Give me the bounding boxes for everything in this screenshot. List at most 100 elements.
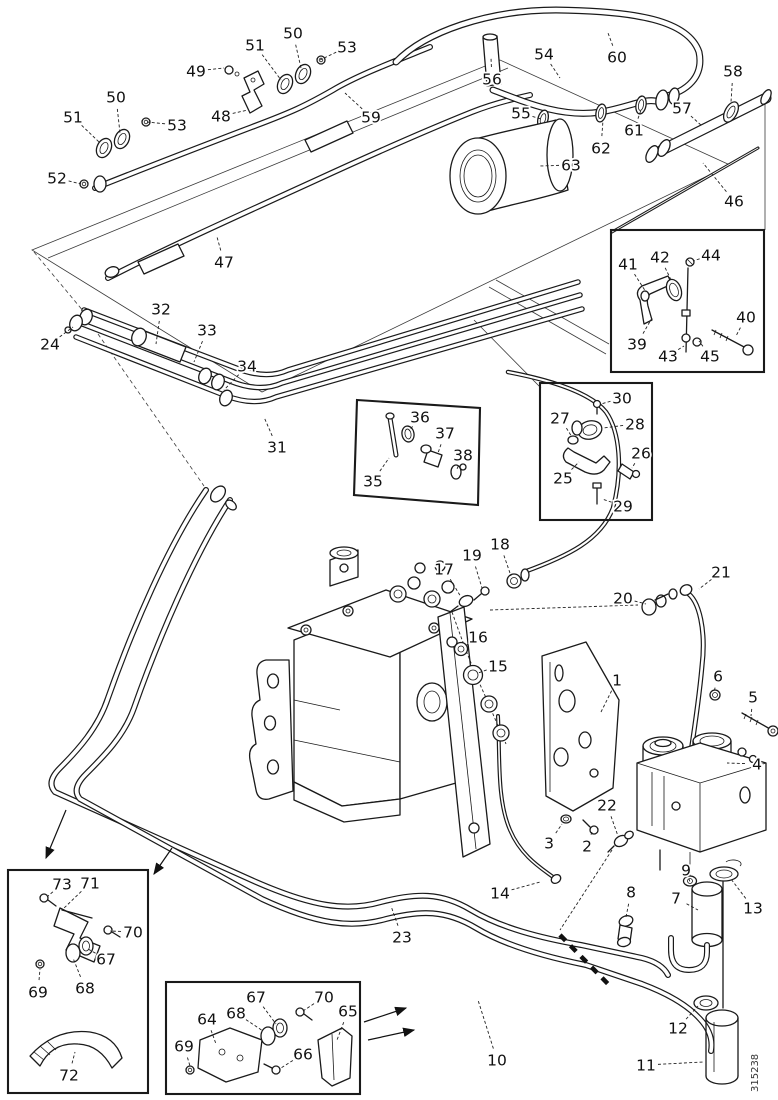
part-label-70: 70 [123, 924, 143, 942]
leader-line-50 [295, 44, 302, 69]
leader-line-42 [664, 267, 673, 283]
leader-line-52 [68, 180, 82, 185]
part-label-69: 69 [28, 984, 48, 1002]
pipe-bundle-middle [64, 279, 585, 407]
part-label-70: 70 [314, 989, 334, 1007]
part-label-66: 66 [293, 1046, 313, 1064]
leader-line-66 [280, 1060, 294, 1069]
leader-line-34 [223, 374, 240, 391]
rod-46 [611, 147, 759, 233]
mounting-bracket-1 [541, 641, 778, 990]
part-label-10: 10 [487, 1052, 507, 1070]
fuel-hoses-top-right [392, 6, 772, 234]
pipe-sleeve [304, 120, 354, 153]
part-label-28: 28 [625, 416, 645, 434]
part-label-67: 67 [96, 951, 116, 969]
leader-line-47 [216, 236, 222, 251]
leader-line-53 [319, 51, 337, 61]
leader-line-23 [390, 905, 399, 926]
leader-line-19 [475, 566, 483, 589]
leader-line-69 [38, 968, 41, 981]
part-label-27: 27 [550, 410, 570, 428]
part-label-50: 50 [283, 25, 303, 43]
leader-line-40 [735, 327, 741, 337]
fuel-filter-assembly [616, 732, 767, 1085]
leader-line-51 [261, 54, 282, 81]
part-label-50: 50 [106, 89, 126, 107]
part-label-36: 36 [410, 409, 430, 427]
part-label-56: 56 [482, 71, 502, 89]
leader-line-46 [702, 162, 727, 192]
bracket-48 [241, 70, 265, 114]
leader-line-62 [601, 119, 604, 137]
leader-line-11 [657, 1061, 704, 1065]
leader-line-60 [607, 32, 614, 46]
part-label-18: 18 [490, 536, 510, 554]
part-label-37: 37 [435, 425, 455, 443]
leader-line-55 [532, 116, 542, 120]
part-label-62: 62 [591, 140, 611, 158]
part-label-12: 12 [668, 1020, 688, 1038]
part-label-64: 64 [197, 1011, 217, 1029]
part-label-57: 57 [672, 100, 692, 118]
part-label-54: 54 [534, 46, 554, 64]
part-label-60: 60 [607, 49, 627, 67]
leader-line-3 [555, 823, 563, 834]
part-label-15: 15 [488, 658, 508, 676]
leader-line-67 [87, 948, 96, 954]
leader-line-21 [698, 578, 712, 590]
part-label-48: 48 [211, 108, 231, 126]
part-label-73: 73 [52, 876, 72, 894]
part-label-31: 31 [267, 439, 287, 457]
part-label-58: 58 [723, 63, 743, 81]
part-label-2: 2 [582, 838, 592, 856]
part-label-9: 9 [681, 862, 691, 880]
part-label-6: 6 [713, 668, 723, 686]
part-label-52: 52 [47, 170, 67, 188]
leader-line-41 [634, 273, 647, 293]
part-label-34: 34 [237, 358, 257, 376]
leader-line-36 [408, 426, 413, 432]
part-label-55: 55 [511, 105, 531, 123]
leader-line-6 [713, 687, 716, 693]
part-label-4: 4 [752, 756, 762, 774]
leader-line-63 [539, 164, 560, 167]
leader-line-68 [72, 957, 81, 978]
banjo-fittings-cluster [449, 369, 706, 761]
leader-line-68 [245, 1019, 264, 1032]
leader-line-10 [477, 999, 494, 1049]
part-label-19: 19 [462, 547, 482, 565]
leader-line-59 [344, 92, 363, 110]
part-label-51: 51 [63, 109, 83, 127]
part-label-5: 5 [748, 689, 758, 707]
leader-line-26 [631, 463, 636, 469]
leader-line-18 [503, 555, 512, 577]
part-label-53: 53 [167, 117, 187, 135]
part-label-51: 51 [245, 37, 265, 55]
canister-63 [449, 118, 574, 215]
inset-box-39-45 [609, 228, 766, 374]
long-fuel-lines-bottom [48, 485, 715, 1054]
part-label-7: 7 [671, 890, 681, 908]
part-label-20: 20 [613, 590, 633, 608]
leader-line-16 [463, 643, 469, 648]
part-label-8: 8 [626, 884, 636, 902]
leader-line-9 [688, 878, 691, 882]
inset-box-67-73 [6, 868, 150, 1095]
leader-line-54 [550, 63, 561, 79]
leader-line-13 [730, 878, 747, 899]
part-label-40: 40 [736, 309, 756, 327]
leader-line-57 [690, 115, 703, 127]
leader-line-25 [571, 461, 580, 470]
fuel-pipes-top-left [79, 44, 533, 281]
leader-line-71 [61, 891, 82, 911]
leader-line-31 [263, 416, 273, 437]
leader-line-37 [437, 444, 442, 454]
part-label-41: 41 [618, 256, 638, 274]
leader-line-14 [511, 881, 541, 891]
part-label-1: 1 [612, 672, 622, 690]
part-label-46: 46 [724, 193, 744, 211]
leader-line-22 [610, 816, 619, 837]
